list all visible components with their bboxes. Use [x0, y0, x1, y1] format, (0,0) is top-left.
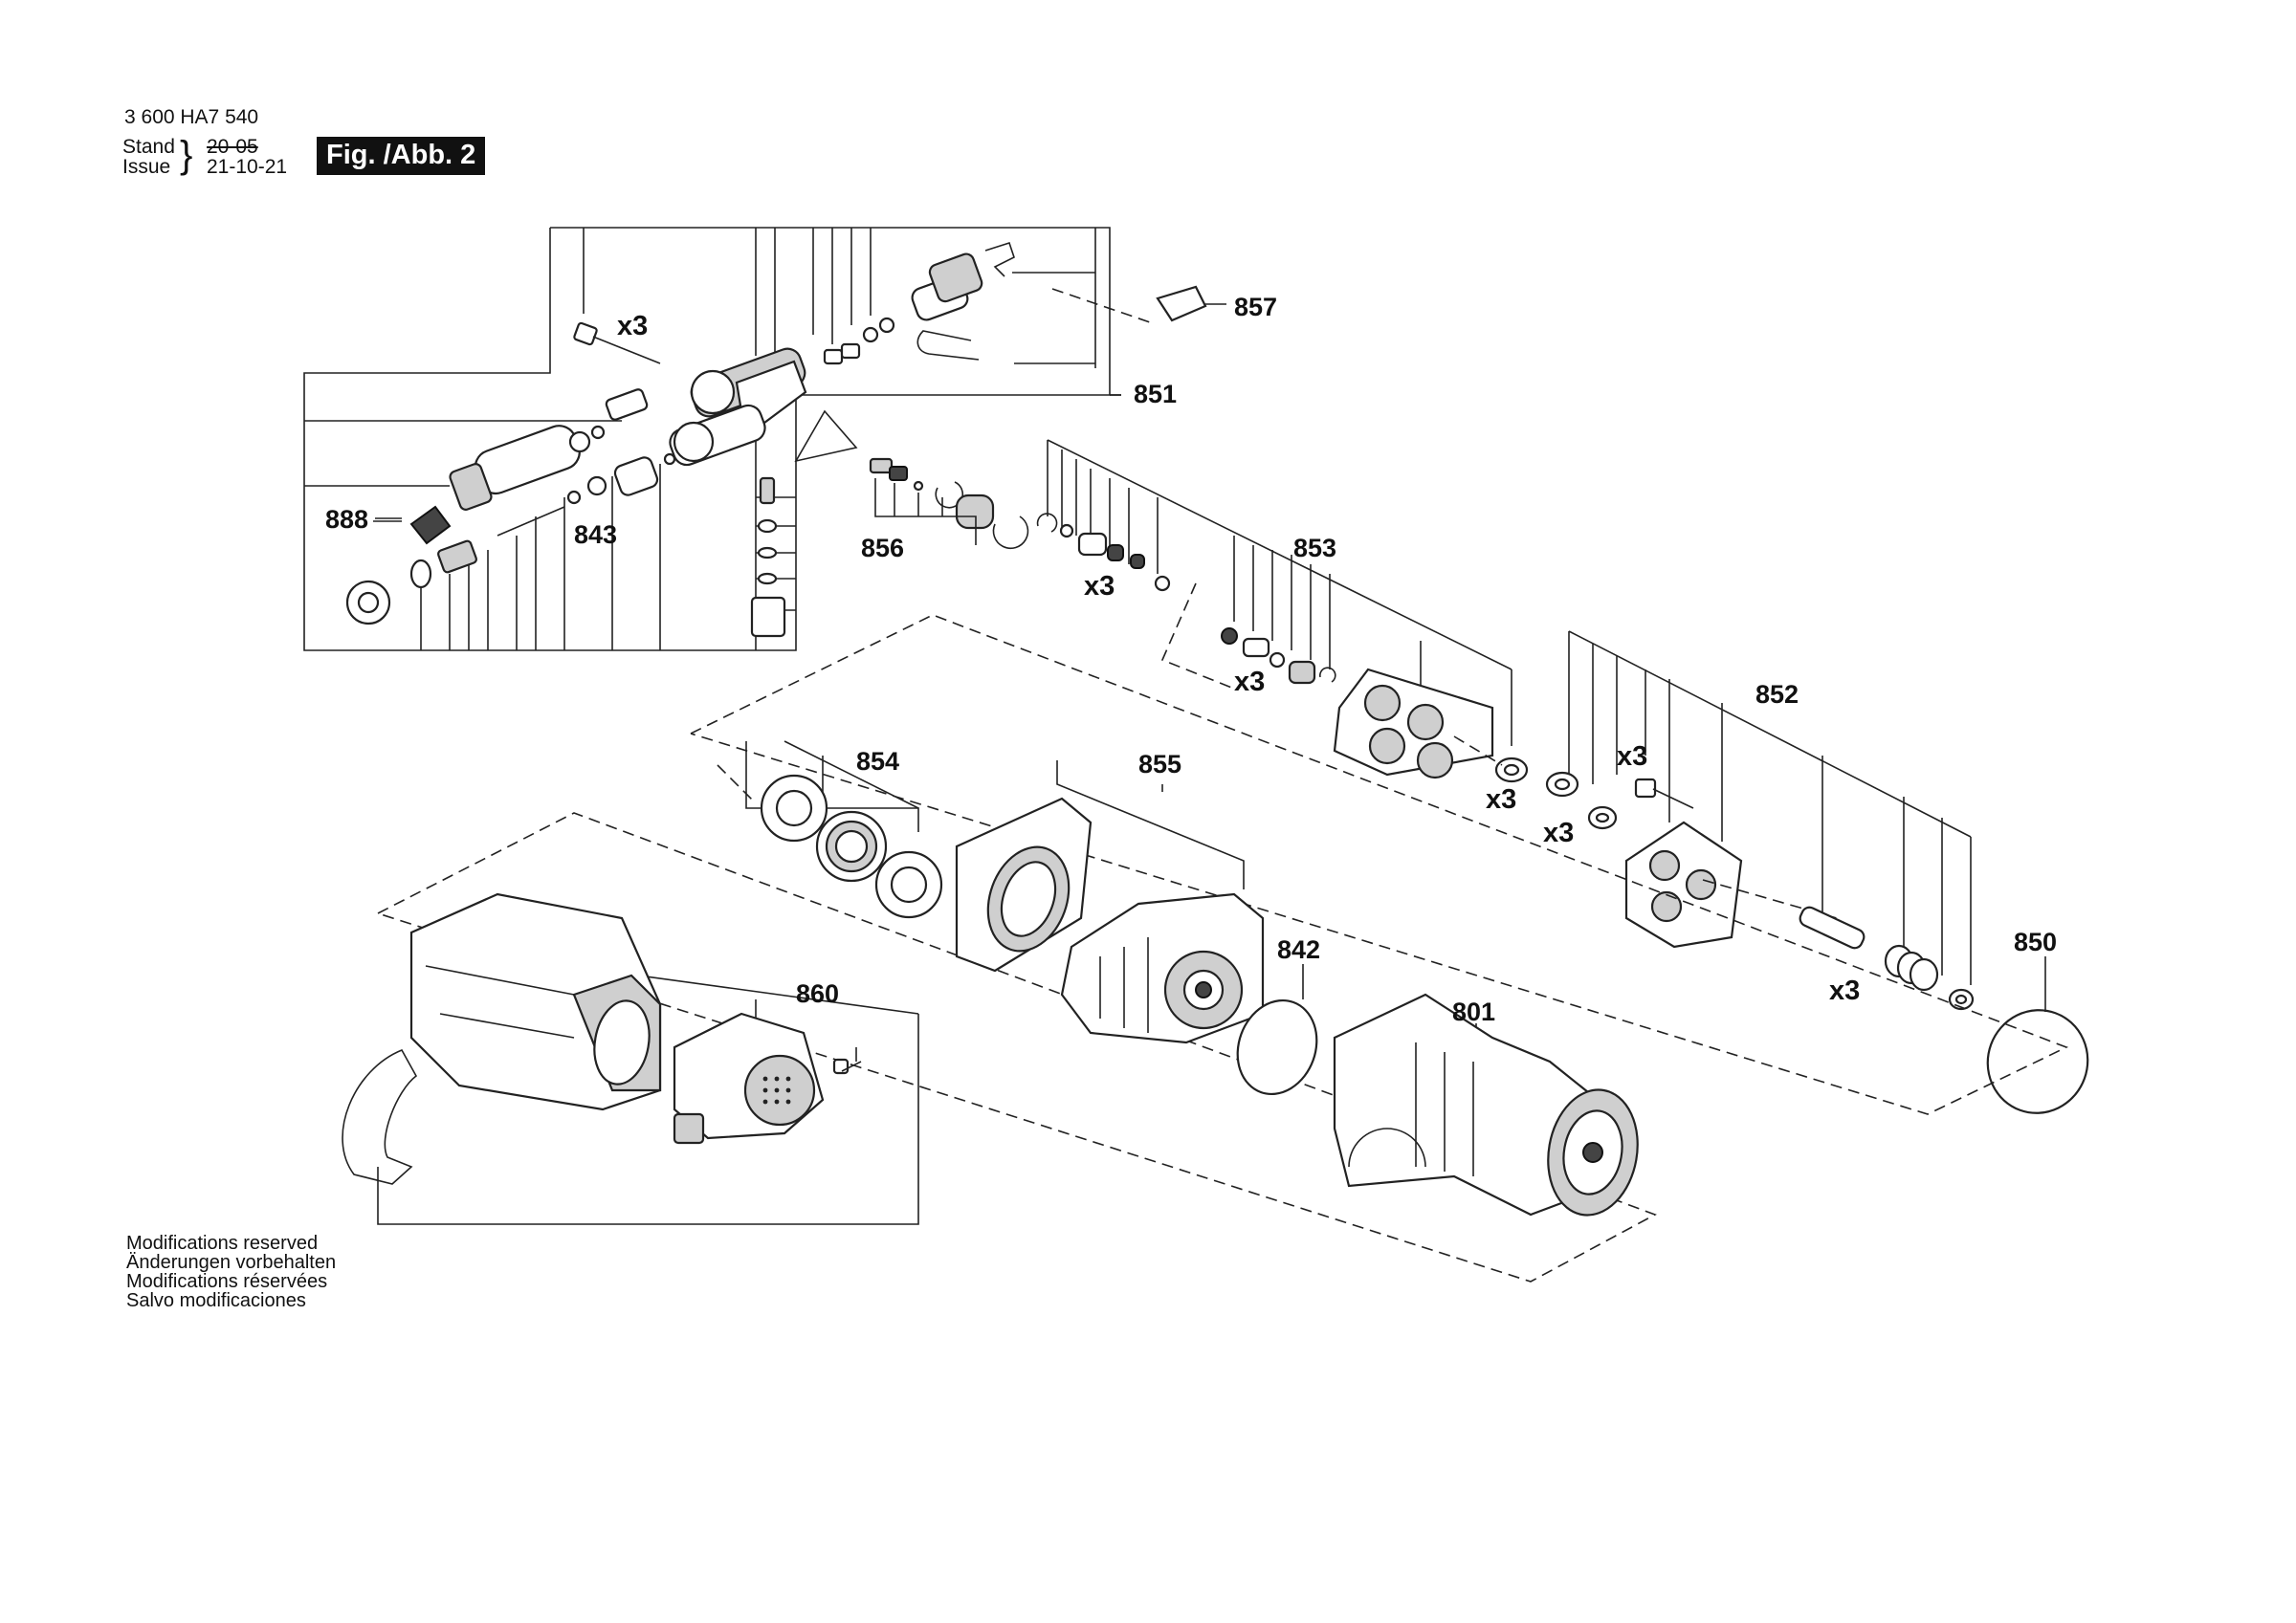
o-ring-842 [1236, 964, 1318, 1096]
assembly-boundary-lower [377, 812, 1657, 1283]
group-851-frame [303, 227, 1121, 651]
callout-842: 842 [1277, 935, 1320, 964]
group-854-parts [717, 740, 943, 919]
callout-801: 801 [1452, 998, 1495, 1026]
motor-801 [1333, 993, 1639, 1217]
group-860-housing [342, 892, 919, 1225]
part-number: 3 600 HA7 540 [124, 106, 259, 128]
brace-icon: } [180, 134, 193, 176]
callout-854: 854 [856, 747, 899, 776]
quantity-mark-6: x3 [1543, 818, 1574, 848]
quantity-mark-3: x3 [1234, 667, 1265, 697]
group-853-parts [1036, 439, 1529, 783]
group-855-parts [955, 760, 1265, 1044]
callout-852: 852 [1755, 680, 1799, 709]
group-856-bracket [874, 478, 977, 545]
issue-label: Issue [122, 156, 171, 178]
old-date: 20-05 [207, 136, 258, 158]
modifications-notes: Modifications reserved Änderungen vorbeh… [126, 1234, 336, 1310]
note-en: Modifications reserved [126, 1233, 319, 1254]
issue-date: 21-10-21 [207, 156, 288, 178]
valve-body-parts [345, 241, 1226, 638]
note-fr: Modifications réservées [126, 1271, 328, 1292]
quantity-mark-7: x3 [1829, 976, 1860, 1006]
callout-855: 855 [1138, 750, 1181, 779]
assembly-boundary-upper [690, 614, 2069, 1115]
quantity-mark-4: x3 [1486, 784, 1516, 815]
quantity-mark-5: x3 [1617, 741, 1647, 772]
quantity-mark-1: x3 [617, 311, 648, 341]
callout-853: 853 [1293, 534, 1336, 562]
callout-851: 851 [1134, 380, 1177, 408]
note-de: Änderungen vorbehalten [126, 1252, 337, 1273]
o-ring-850 [1986, 956, 2089, 1114]
note-es: Salvo modificaciones [126, 1290, 306, 1311]
stand-label: Stand [122, 136, 175, 158]
callout-843: 843 [574, 520, 617, 549]
callout-860: 860 [796, 979, 839, 1008]
callout-850: 850 [2014, 928, 2057, 956]
callout-888: 888 [325, 505, 368, 534]
group-852-parts [1545, 630, 1975, 1011]
callout-856: 856 [861, 534, 904, 562]
callout-857: 857 [1234, 293, 1277, 321]
quantity-mark-2: x3 [1084, 571, 1115, 602]
figure-label: Fig. /Abb. 2 [317, 137, 486, 175]
